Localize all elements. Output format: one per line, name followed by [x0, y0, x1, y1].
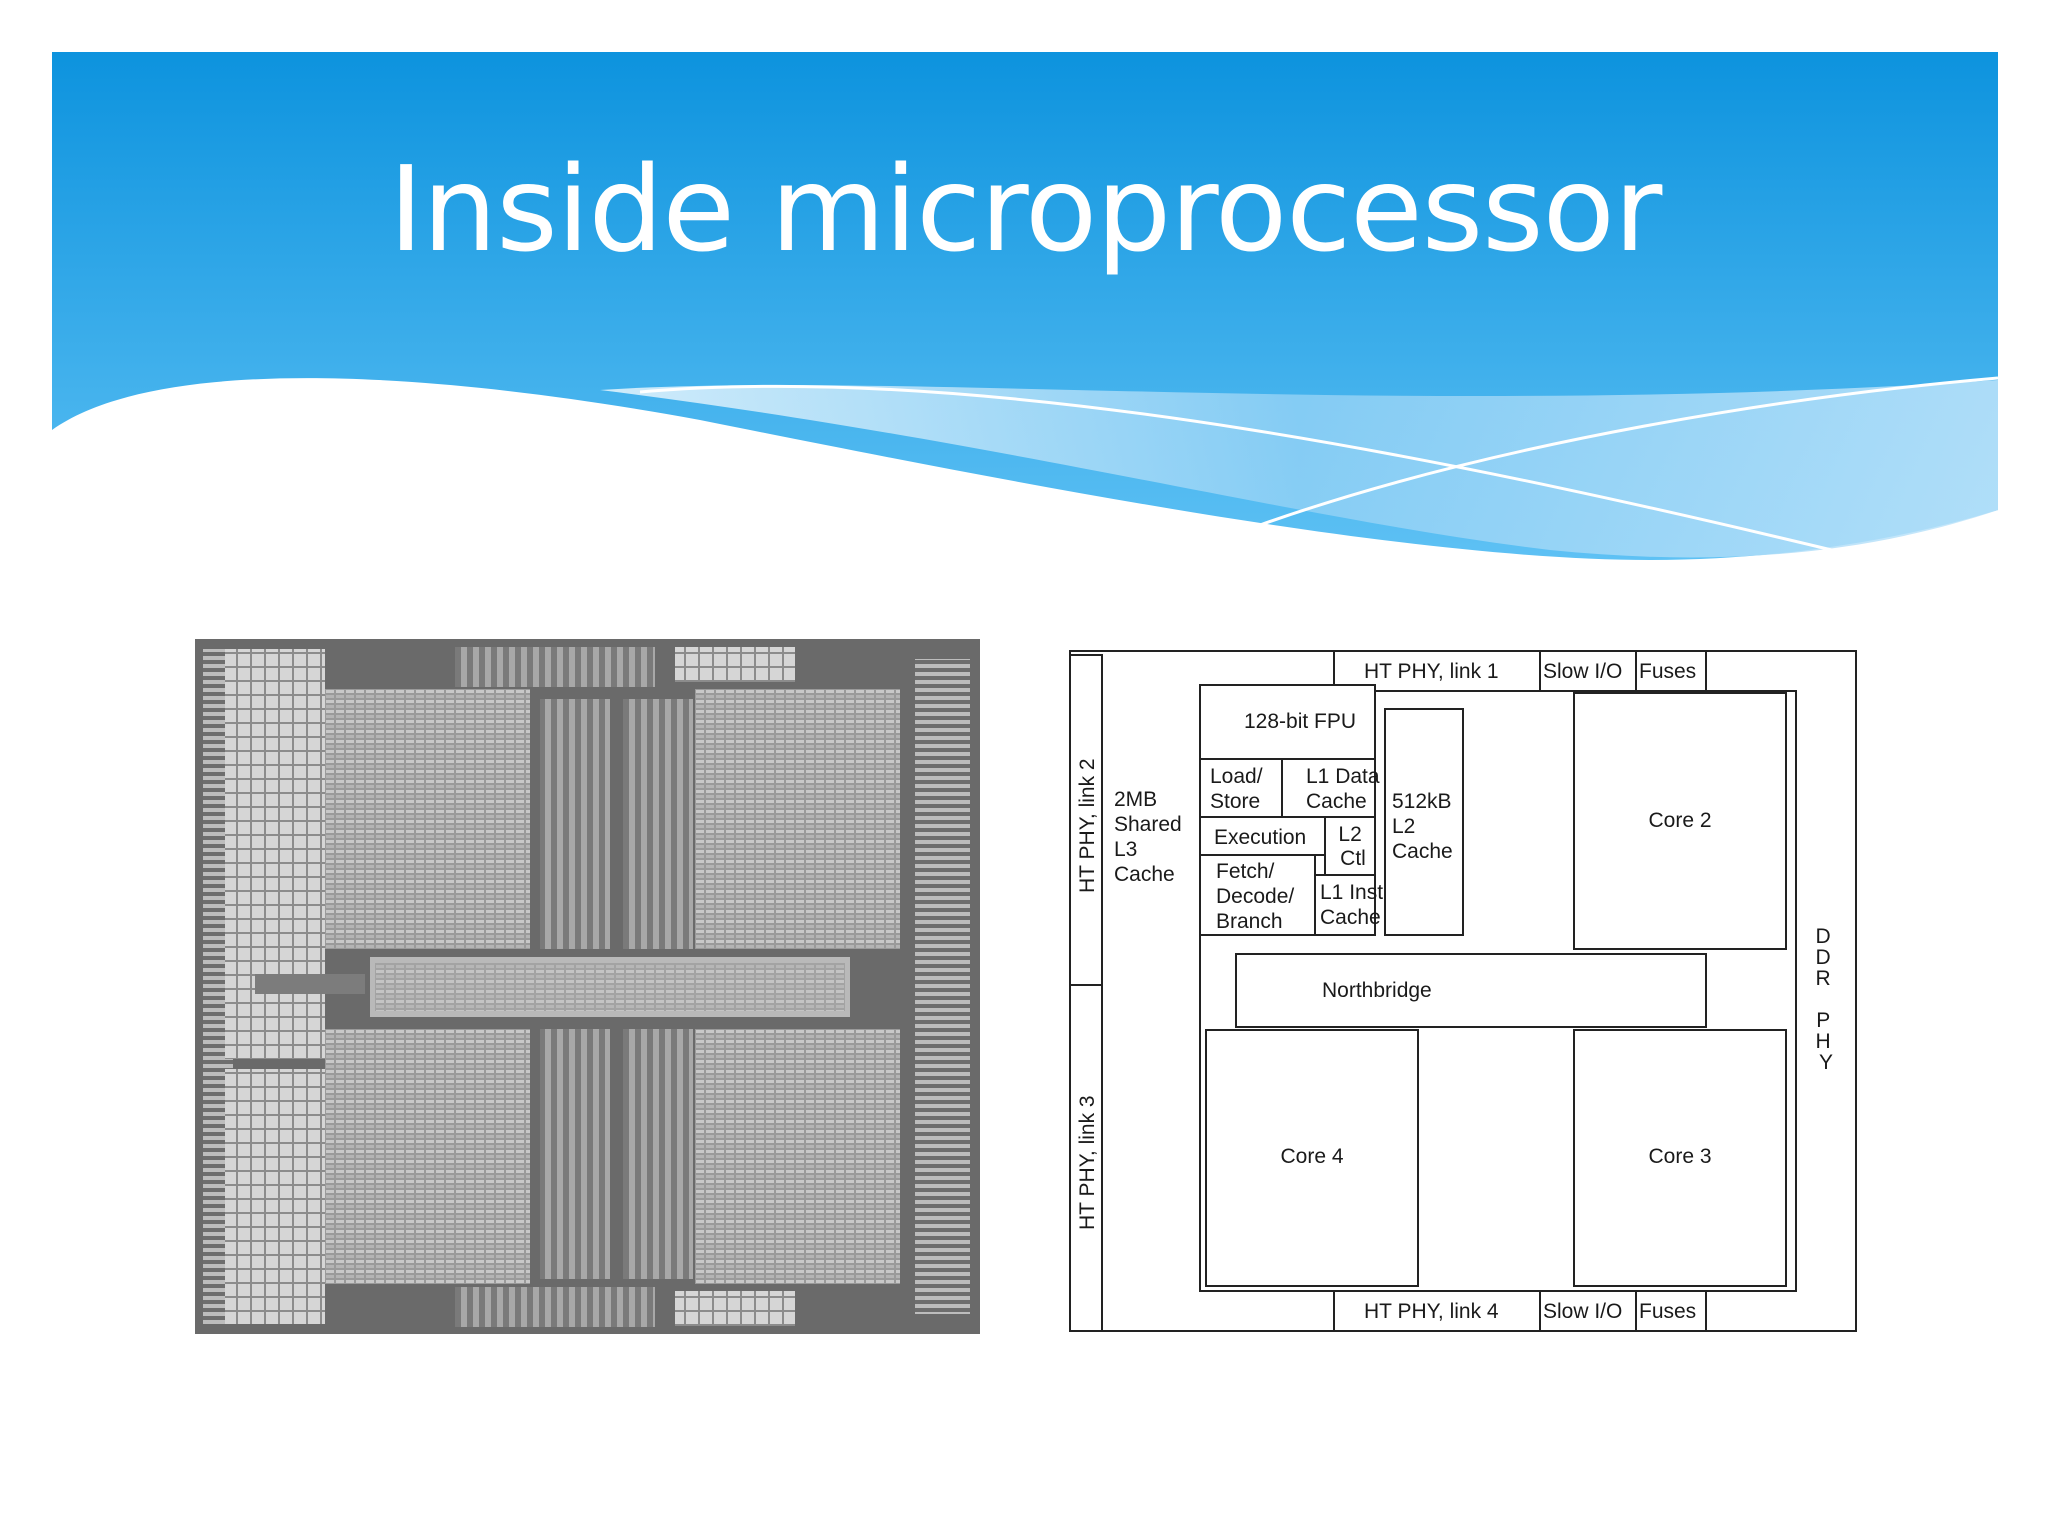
core2-label: Core 2: [1648, 809, 1711, 832]
ht-phy-link1-label: HT PHY, link 1: [1364, 660, 1499, 683]
l1-data-cache-block: [1281, 758, 1376, 818]
fetch-decode-label: Fetch/ Decode/ Branch: [1216, 860, 1300, 933]
l1-instr-cache-label: L1 Instr Cache: [1320, 881, 1396, 929]
ht-phy-link3-block: [1069, 984, 1103, 1332]
l2-ctl-label: L2 Ctl: [1338, 823, 1367, 870]
ht-phy-link2-block: [1069, 654, 1103, 986]
fuses-bottom-block: [1635, 1290, 1707, 1332]
l3-cache-label: 2MB Shared L3 Cache: [1114, 788, 1188, 886]
die-photo: [195, 639, 980, 1334]
slow-io-bottom-label: Slow I/O: [1543, 1300, 1622, 1323]
ht-phy-link4-label: HT PHY, link 4: [1364, 1300, 1499, 1323]
fuses-top-label: Fuses: [1639, 660, 1696, 683]
core4-block: [1205, 1029, 1419, 1287]
slide-title: Inside microprocessor: [388, 140, 1663, 278]
fuses-bottom-label: Fuses: [1639, 1300, 1696, 1323]
core4-label: Core 4: [1280, 1145, 1343, 1168]
northbridge-block: [1235, 953, 1707, 1028]
execution-label: Execution: [1214, 826, 1306, 849]
l2-cache-label: 512kB L2 Cache: [1392, 790, 1457, 863]
l1-data-cache-label: L1 Data Cache: [1306, 765, 1385, 813]
fpu-block: [1199, 684, 1376, 760]
ht-phy-link4-block: [1333, 1290, 1541, 1332]
floorplan-diagram: HT PHY, link 2 HT PHY, link 3 HT PHY, li…: [1069, 650, 1857, 1332]
l1-instr-cache-block: [1314, 874, 1376, 936]
ht-phy-link3-label: HT PHY, link 3: [1076, 1095, 1099, 1230]
slow-io-bottom-block: [1539, 1290, 1637, 1332]
l2-cache-block: [1384, 708, 1464, 936]
fuses-top-block: [1635, 650, 1707, 692]
core2-block: [1573, 692, 1787, 950]
fetch-decode-block: [1199, 854, 1316, 936]
load-store-label: Load/ Store: [1210, 765, 1268, 813]
slow-io-top-label: Slow I/O: [1543, 660, 1622, 683]
ddr-phy-label: D D R P H Y: [1815, 925, 1836, 1074]
wave-line-1: [639, 384, 1841, 554]
execution-block: [1199, 816, 1326, 856]
header-banner: [52, 52, 1999, 560]
core3-label: Core 3: [1648, 1145, 1711, 1168]
fpu-label: 128-bit FPU: [1244, 710, 1356, 733]
northbridge-label: Northbridge: [1322, 979, 1432, 1002]
wave-line-2: [1259, 376, 1999, 527]
slow-io-top-block: [1539, 650, 1637, 692]
ht-phy-link2-label: HT PHY, link 2: [1076, 758, 1099, 893]
wave-band: [600, 380, 1998, 558]
core3-block: [1573, 1029, 1787, 1287]
